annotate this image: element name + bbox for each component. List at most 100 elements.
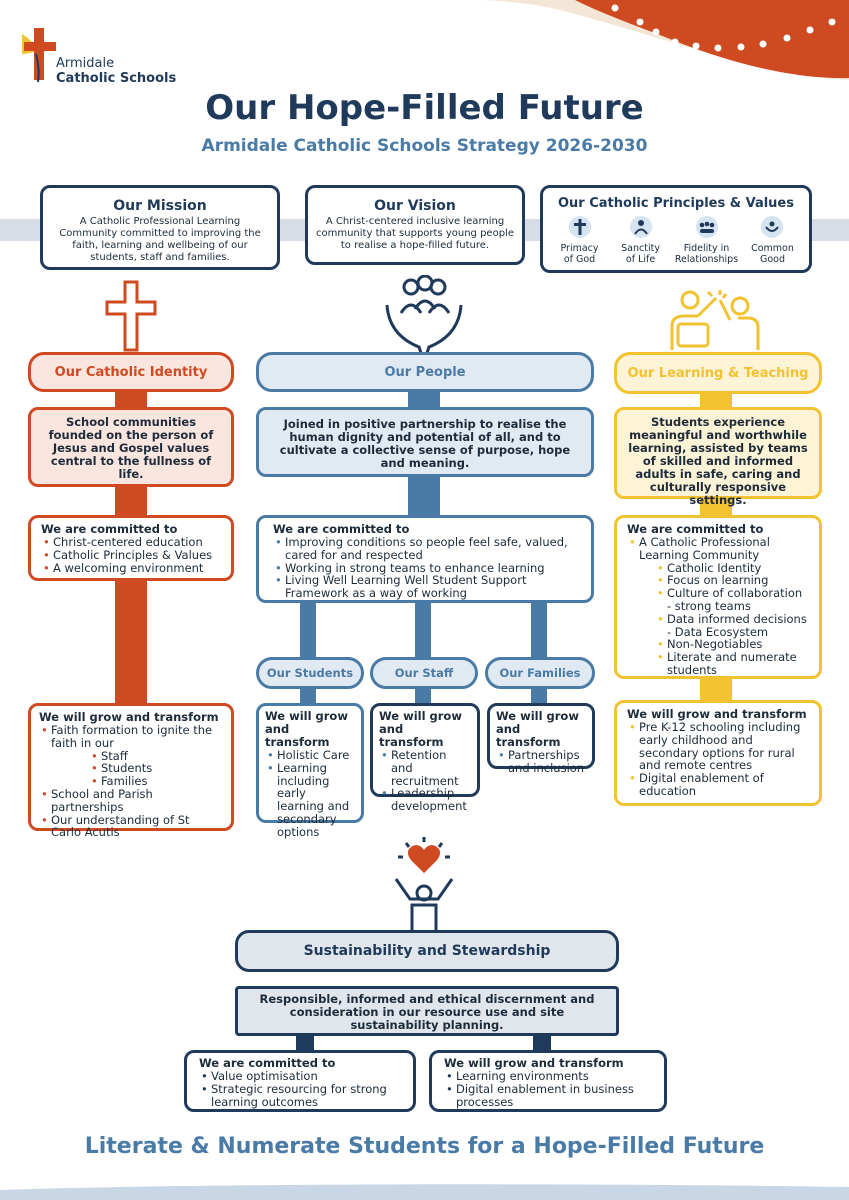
list-item: School and Parish partnerships bbox=[39, 788, 223, 814]
sustainability-statement: Responsible, informed and ethical discer… bbox=[235, 986, 619, 1036]
list-item: Learning environments bbox=[444, 1070, 652, 1083]
page-title: Our Hope-Filled Future bbox=[205, 88, 644, 128]
learning-grow-heading: We will grow and transform bbox=[627, 707, 807, 721]
identity-committed-heading: We are committed to bbox=[41, 522, 178, 536]
page-subtitle: Armidale Catholic Schools Strategy 2026-… bbox=[201, 136, 648, 156]
principle-label: Common bbox=[751, 243, 794, 254]
principle-label: Relationships bbox=[674, 254, 739, 265]
list-item: Non-Negotiables bbox=[655, 638, 809, 651]
people-committed-heading: We are committed to bbox=[273, 522, 410, 536]
staff-title: Our Staff bbox=[370, 657, 478, 689]
sustain-grow-box: We will grow and transform Learning envi… bbox=[429, 1050, 667, 1112]
list-item: Staff bbox=[89, 749, 223, 763]
principle-label: Fidelity in bbox=[683, 243, 730, 254]
staff-connector bbox=[415, 600, 431, 710]
list-item: Living Well Learning Well Student Suppor… bbox=[273, 574, 577, 600]
students-title: Our Students bbox=[256, 657, 364, 689]
list-item: Value optimisation bbox=[199, 1070, 401, 1083]
sustain-connector-right bbox=[533, 1030, 551, 1054]
list-item: A welcoming environment bbox=[41, 561, 221, 575]
hands-icon bbox=[761, 216, 784, 238]
people-statement: Joined in positive partnership to realis… bbox=[256, 407, 594, 477]
principle-label: Good bbox=[759, 254, 785, 265]
list-item: Culture of collaboration - strong teams bbox=[655, 587, 809, 613]
sustain-connector-left bbox=[296, 1030, 314, 1054]
sustain-grow-heading: We will grow and transform bbox=[444, 1056, 624, 1070]
person-icon bbox=[629, 216, 652, 238]
list-item: Catholic Identity bbox=[655, 561, 809, 575]
list-item: Strategic resourcing for strong learning… bbox=[199, 1082, 401, 1109]
families-grow-box: We will grow and transform Partnerships … bbox=[487, 703, 595, 774]
list-item: Christ-centered education bbox=[41, 536, 221, 549]
principle-label: of God bbox=[563, 254, 596, 265]
list-item: Literate and numerate students bbox=[655, 651, 809, 677]
raised-heart-icon bbox=[394, 837, 454, 933]
bottom-wave bbox=[0, 1184, 849, 1200]
high-five-icon bbox=[670, 290, 760, 350]
people-title: Our People bbox=[256, 352, 594, 392]
logo-line2: Catholic Schools bbox=[56, 71, 177, 86]
list-item: Holistic Care bbox=[265, 749, 355, 762]
vision-box: Our Vision A Christ-centered inclusive l… bbox=[305, 185, 525, 265]
logo-cross-icon bbox=[22, 28, 56, 83]
caring-hands-icon bbox=[385, 275, 463, 354]
staff-grow-heading: We will grow and transform bbox=[379, 709, 462, 749]
mission-box: Our Mission A Catholic Professional Lear… bbox=[40, 185, 280, 270]
students-grow-box: We will grow and transform Holistic Care… bbox=[256, 703, 364, 838]
learning-committed-heading: We are committed to bbox=[627, 522, 764, 536]
list-item: Digital enablement in business processes bbox=[444, 1082, 652, 1109]
cross-icon bbox=[568, 216, 591, 238]
learning-statement: Students experience meaningful and worth… bbox=[614, 407, 822, 507]
list-item: Our understanding of St Carlo Acutis bbox=[39, 813, 223, 840]
list-item: Data informed decisions - Data Ecosystem bbox=[655, 612, 809, 639]
list-item: Retention and recruitment bbox=[379, 749, 471, 788]
staff-grow-box: We will grow and transform Retention and… bbox=[370, 703, 480, 812]
list-item: Catholic Principles & Values bbox=[41, 548, 221, 562]
list-item: A Catholic Professional Learning Communi… bbox=[627, 536, 809, 562]
mission-text: A Catholic Professional Learning Communi… bbox=[59, 216, 261, 263]
logo: Armidale Catholic Schools bbox=[18, 24, 198, 90]
top-decoration bbox=[380, 0, 849, 80]
footer-tagline: Literate & Numerate Students for a Hope-… bbox=[84, 1134, 765, 1159]
identity-grow-heading: We will grow and transform bbox=[39, 710, 219, 724]
logo-line1: Armidale bbox=[56, 56, 115, 71]
families-grow-heading: We will grow and transform bbox=[496, 709, 579, 749]
identity-statement: School communities founded on the person… bbox=[28, 407, 234, 487]
vision-heading: Our Vision bbox=[374, 198, 456, 214]
families-title: Our Families bbox=[485, 657, 595, 689]
people-committed-box: We are committed to Improving conditions… bbox=[256, 515, 594, 603]
principle-label: Primacy bbox=[560, 243, 599, 254]
list-item: Partnerships and inclusion bbox=[496, 749, 586, 775]
list-item: Focus on learning bbox=[655, 574, 809, 587]
identity-committed-box: We are committed to Christ-centered educ… bbox=[28, 515, 234, 581]
principle-label: Sanctity bbox=[621, 243, 660, 254]
learning-title: Our Learning & Teaching bbox=[614, 352, 822, 394]
vision-text: A Christ-centered inclusive learning com… bbox=[316, 216, 514, 251]
learning-committed-box: We are committed to A Catholic Professio… bbox=[614, 515, 822, 679]
cross-icon bbox=[105, 280, 157, 352]
students-grow-heading: We will grow and transform bbox=[265, 709, 348, 749]
list-item: Improving conditions so people feel safe… bbox=[273, 536, 577, 562]
list-item: Digital enablement of education bbox=[627, 772, 809, 798]
group-icon bbox=[695, 216, 718, 238]
students-connector bbox=[300, 600, 316, 710]
sustainability-title: Sustainability and Stewardship bbox=[235, 930, 619, 972]
list-item: Learning including early learning and se… bbox=[265, 761, 355, 839]
list-item: Families bbox=[89, 775, 223, 788]
sustain-committed-box: We are committed to Value optimisation S… bbox=[184, 1050, 416, 1112]
identity-title: Our Catholic Identity bbox=[28, 352, 234, 392]
list-item: Faith formation to ignite the faith in o… bbox=[39, 724, 223, 750]
list-item: Students bbox=[89, 762, 223, 775]
list-item: Leadership development bbox=[379, 787, 471, 813]
list-item: Pre K-12 schooling including early child… bbox=[627, 721, 809, 772]
list-item: Working in strong teams to enhance learn… bbox=[273, 561, 577, 575]
identity-grow-box: We will grow and transform Faith formati… bbox=[28, 703, 234, 839]
principles-heading: Our Catholic Principles & Values bbox=[557, 196, 794, 211]
principles-box: Our Catholic Principles & Values Primacy… bbox=[540, 185, 812, 273]
sustain-committed-heading: We are committed to bbox=[199, 1056, 336, 1070]
families-connector bbox=[531, 600, 547, 710]
